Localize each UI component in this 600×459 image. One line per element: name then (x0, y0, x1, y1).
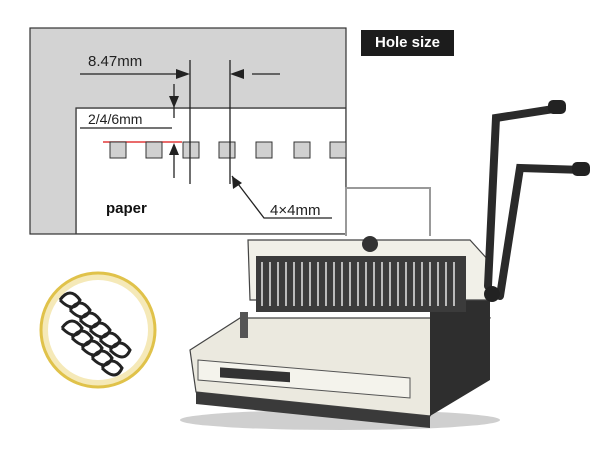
paper-label: paper (106, 200, 147, 217)
coil-icon (39, 271, 157, 389)
paper-sheet (77, 109, 345, 233)
margin-label: 2/4/6mm (88, 111, 142, 127)
hole-size-badge: Hole size (361, 30, 454, 56)
punch-holes (109, 141, 347, 159)
pitch-label: 8.47mm (88, 53, 142, 70)
binding-machine (180, 100, 590, 430)
hole-size-label: 4×4mm (270, 202, 320, 219)
dimension-arrowheads (169, 69, 244, 189)
dimension-lines (80, 60, 332, 219)
